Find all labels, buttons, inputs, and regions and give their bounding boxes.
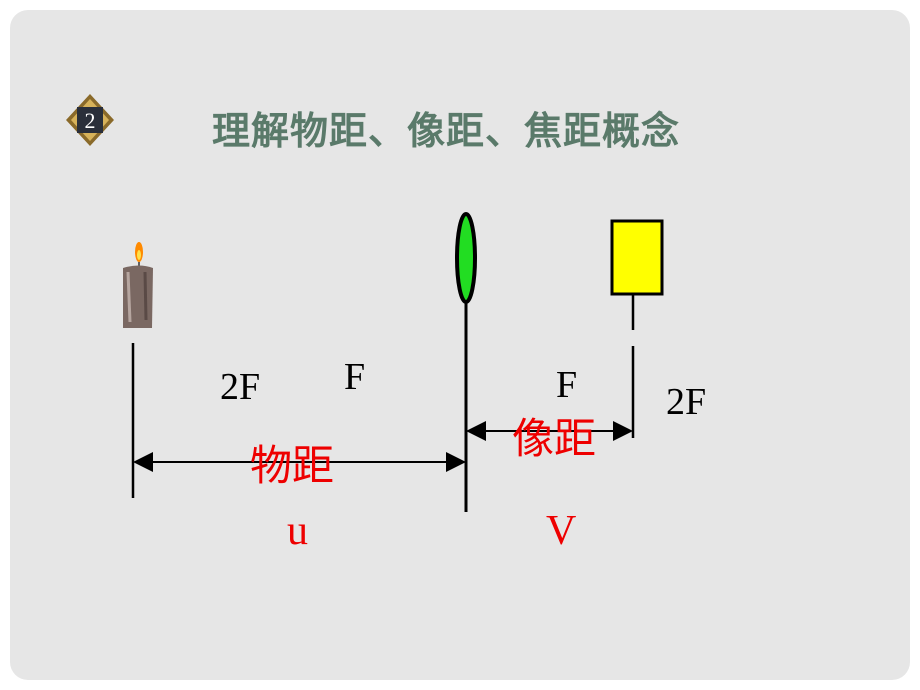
left-f-label: F [344,356,366,398]
number-badge: 2 [64,92,116,148]
image-distance-symbol: V [546,508,577,554]
convex-lens-icon [455,212,477,304]
right-2f-label: 2F [666,381,707,423]
object-distance-label: 物距 [250,441,335,490]
diamond-badge-icon: 2 [66,94,114,146]
left-2f-label: 2F [220,366,261,408]
screen-icon [610,219,664,296]
candle-icon [123,242,153,328]
badge-number: 2 [85,108,96,133]
slide-background [10,10,910,680]
right-f-label: F [556,364,578,406]
object-distance-symbol: u [287,508,308,554]
image-distance-label: 像距 [512,414,597,463]
slide-title: 理解物距、像距、焦距概念 [212,109,681,153]
